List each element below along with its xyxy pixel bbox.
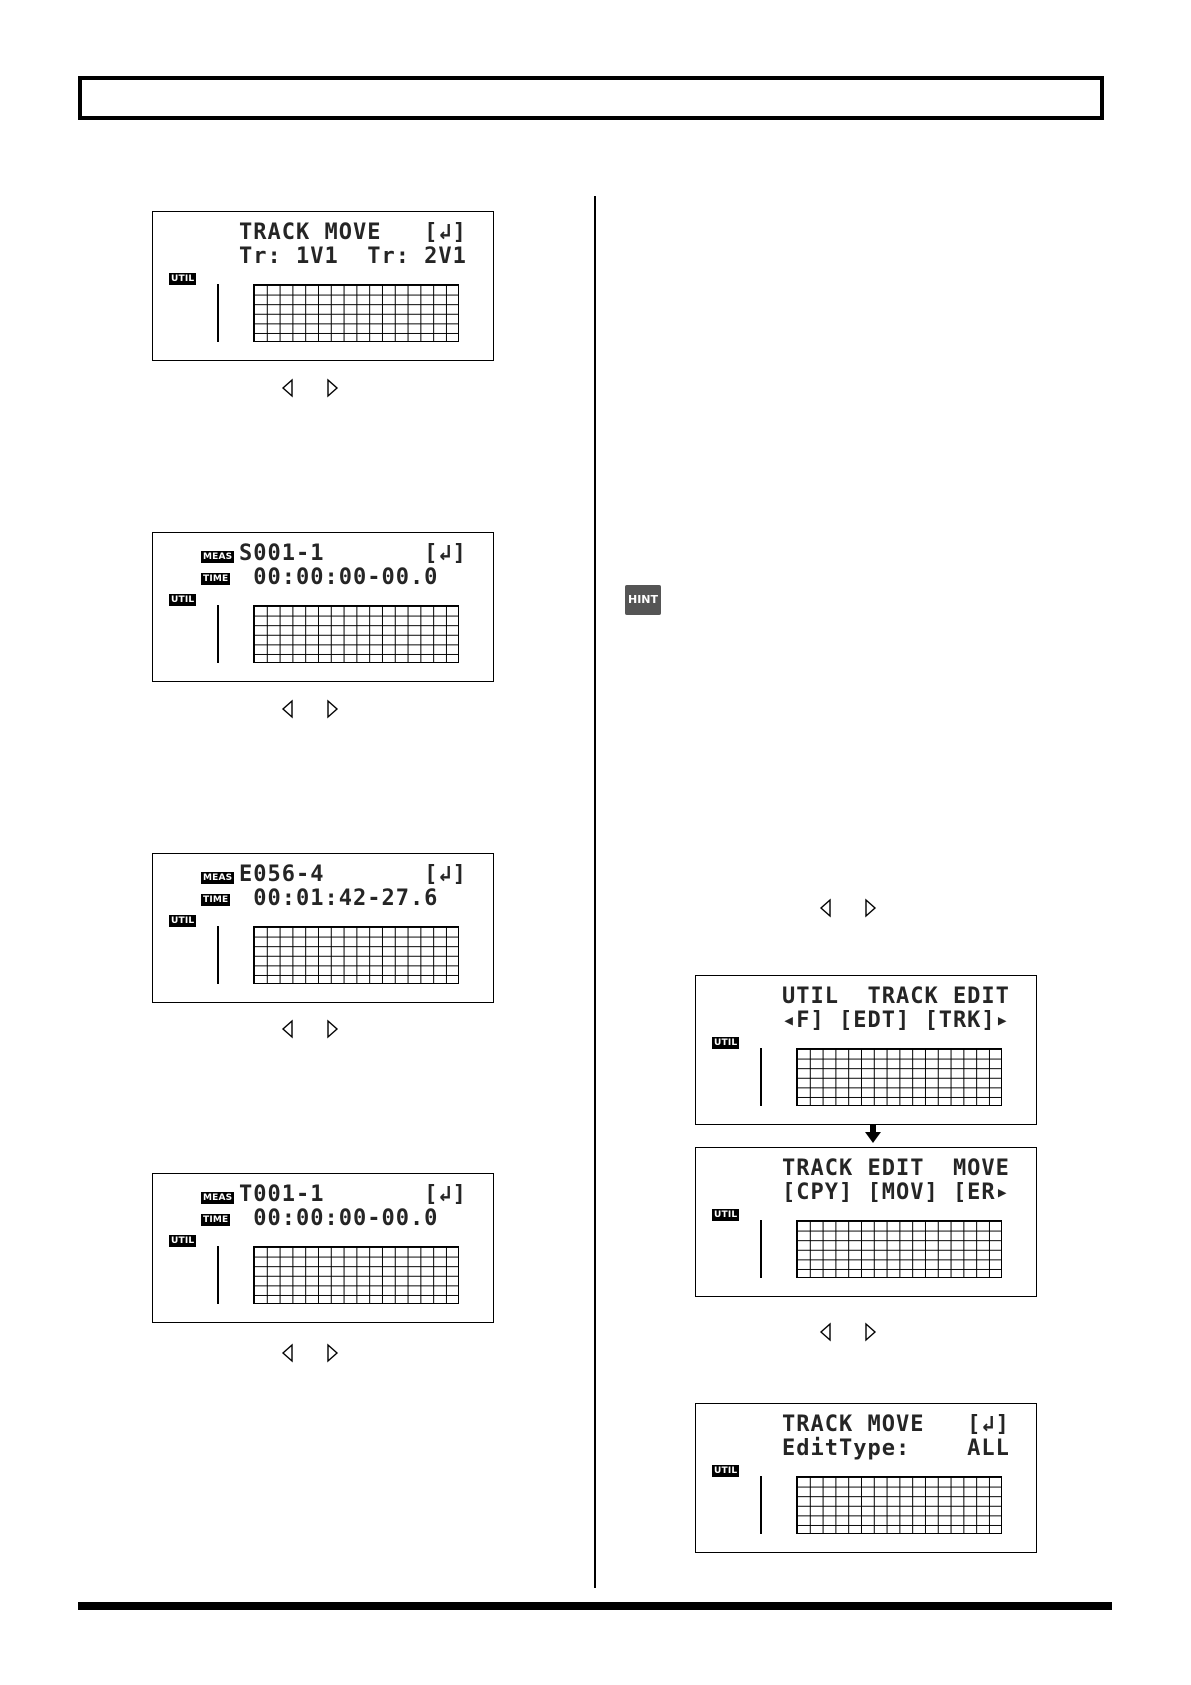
lcd-divider-line	[760, 1220, 762, 1278]
down-arrow-icon	[864, 1124, 882, 1144]
lcd-track-move-edittype: TRACK MOVE [↲] EditType: ALL UTIL	[695, 1403, 1037, 1553]
meas-badge: MEAS	[201, 872, 235, 884]
lcd-line-1: TRACK MOVE [↲]	[239, 220, 467, 245]
lcd-line-2: 00:01:42-27.6	[239, 886, 439, 911]
page-footer-bar	[78, 1602, 1112, 1610]
hint-icon: HINT	[625, 585, 661, 615]
lcd-divider-line	[217, 1246, 219, 1304]
lcd-line-2: [CPY] [MOV] [ER▸	[782, 1180, 1010, 1205]
lcd-line-2: 00:00:00-00.0	[239, 1206, 439, 1231]
cursor-arrows-icon	[280, 697, 340, 721]
lcd-dot-grid	[253, 1246, 459, 1304]
meas-badge: MEAS	[201, 551, 235, 563]
cursor-arrows-icon	[280, 1017, 340, 1041]
lcd-line-1: TRACK EDIT MOVE	[782, 1156, 1010, 1181]
lcd-line-1: T001-1 [↲]	[239, 1182, 467, 1207]
page-header-box	[78, 76, 1104, 120]
meas-badge: MEAS	[201, 1192, 235, 1204]
lcd-dot-grid	[796, 1476, 1002, 1534]
lcd-divider-line	[760, 1048, 762, 1106]
lcd-line-2: 00:00:00-00.0	[239, 565, 439, 590]
util-badge: UTIL	[169, 1235, 197, 1247]
column-divider	[594, 196, 596, 1588]
lcd-util-track-edit: UTIL TRACK EDIT ◂F] [EDT] [TRK]▸ UTIL	[695, 975, 1037, 1125]
lcd-line-2: EditType: ALL	[782, 1436, 1010, 1461]
util-badge: UTIL	[169, 594, 197, 606]
time-badge: TIME	[201, 1214, 231, 1226]
lcd-divider-line	[217, 926, 219, 984]
util-badge: UTIL	[712, 1465, 740, 1477]
lcd-start-point: S001-1 [↲] 00:00:00-00.0 MEAS TIME UTIL	[152, 532, 494, 682]
lcd-dot-grid	[253, 605, 459, 663]
lcd-end-point: E056-4 [↲] 00:01:42-27.6 MEAS TIME UTIL	[152, 853, 494, 1003]
cursor-arrows-icon	[818, 1320, 878, 1344]
lcd-dot-grid	[253, 284, 459, 342]
lcd-line-2: Tr: 1V1 Tr: 2V1	[239, 244, 467, 269]
time-badge: TIME	[201, 894, 231, 906]
cursor-arrows-icon	[280, 1341, 340, 1365]
util-badge: UTIL	[712, 1209, 740, 1221]
lcd-dot-grid	[796, 1220, 1002, 1278]
lcd-divider-line	[760, 1476, 762, 1534]
lcd-divider-line	[217, 605, 219, 663]
lcd-line-1: S001-1 [↲]	[239, 541, 467, 566]
hint-icon-label: HINT	[628, 593, 659, 606]
lcd-line-1: E056-4 [↲]	[239, 862, 467, 887]
lcd-line-1: UTIL TRACK EDIT	[782, 984, 1010, 1009]
cursor-arrows-icon	[280, 376, 340, 400]
lcd-track-move-tr: TRACK MOVE [↲] Tr: 1V1 Tr: 2V1 UTIL	[152, 211, 494, 361]
lcd-dot-grid	[253, 926, 459, 984]
lcd-to-point: T001-1 [↲] 00:00:00-00.0 MEAS TIME UTIL	[152, 1173, 494, 1323]
lcd-dot-grid	[796, 1048, 1002, 1106]
cursor-arrows-icon	[818, 896, 878, 920]
util-badge: UTIL	[712, 1037, 740, 1049]
lcd-track-edit-move: TRACK EDIT MOVE [CPY] [MOV] [ER▸ UTIL	[695, 1147, 1037, 1297]
time-badge: TIME	[201, 573, 231, 585]
lcd-divider-line	[217, 284, 219, 342]
lcd-line-2: ◂F] [EDT] [TRK]▸	[782, 1008, 1010, 1033]
util-badge: UTIL	[169, 915, 197, 927]
util-badge: UTIL	[169, 273, 197, 285]
lcd-line-1: TRACK MOVE [↲]	[782, 1412, 1010, 1437]
